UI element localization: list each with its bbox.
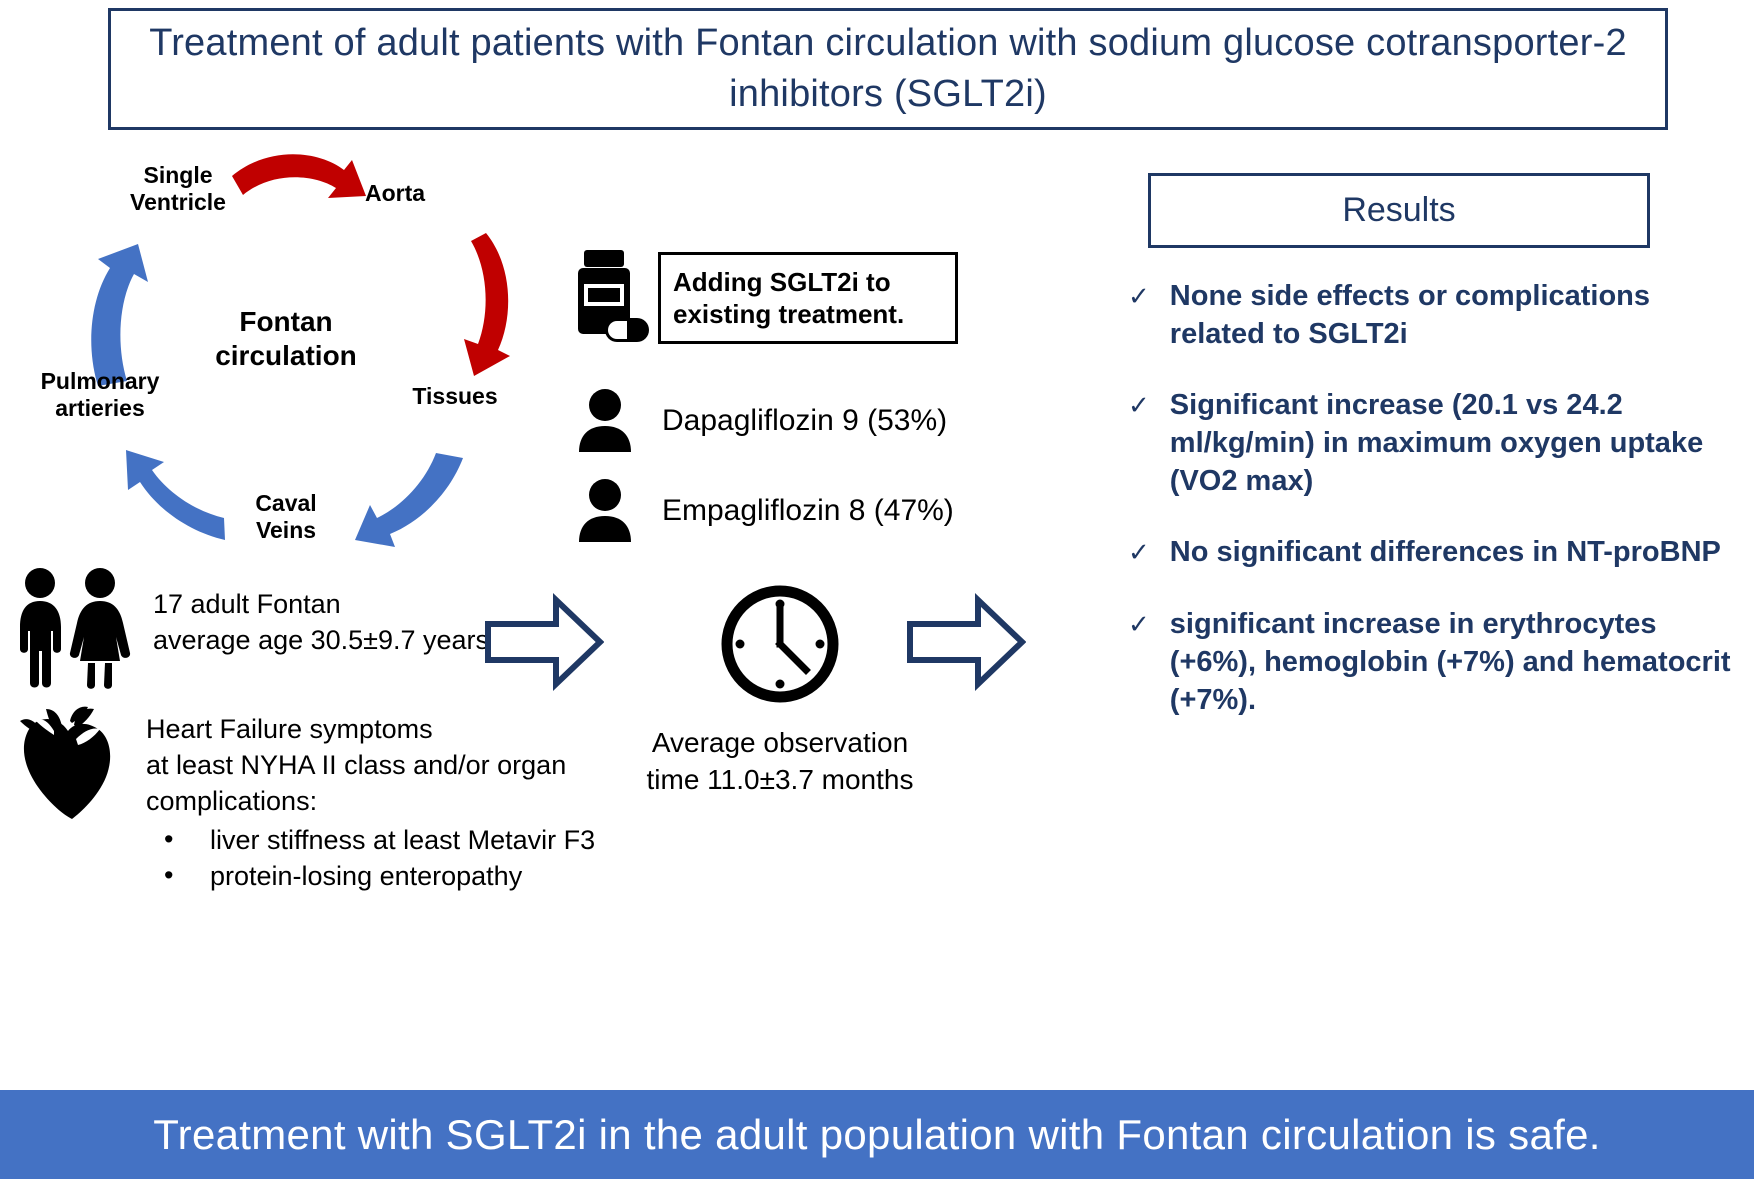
man-woman-icon <box>20 568 131 689</box>
observation-block: Average observation time 11.0±3.7 months <box>600 582 960 799</box>
clock-icon <box>721 585 839 703</box>
hf-bullet-list: liver stiffness at least Metavir F3 prot… <box>146 821 595 894</box>
cohort-text: 17 adult Fontan average age 30.5±9.7 yea… <box>153 565 489 658</box>
drug-label: Dapagliflozin 9 (53%) <box>662 404 948 437</box>
hf-bullet-item: liver stiffness at least Metavir F3 <box>146 821 595 858</box>
drug-row-empagliflozin: Empagliflozin 8 (47%) <box>576 478 954 544</box>
result-text: None side effects or complications relat… <box>1169 280 1651 350</box>
drug-row-dapagliflozin: Dapagliflozin 9 (53%) <box>576 388 947 454</box>
cycle-label-pulmonary-arteries: Pulmonary artieries <box>40 368 160 421</box>
result-item: ✓ None side effects or complications rel… <box>1128 278 1748 353</box>
clock-tick-12 <box>775 599 785 609</box>
flow-arrow-right-2 <box>907 592 1026 692</box>
heart-failure-text: Heart Failure symptoms at least NYHA II … <box>146 705 595 894</box>
hf-line-1: Heart Failure symptoms <box>146 714 433 744</box>
cycle-center-label: Fontan circulation <box>215 306 357 371</box>
flow-arrow-right-1 <box>485 592 604 692</box>
conclusion-text: Treatment with SGLT2i in the adult popul… <box>153 1110 1601 1158</box>
cycle-arrows <box>91 154 510 547</box>
result-item: ✓ Significant increase (20.1 vs 24.2 ml/… <box>1128 387 1748 500</box>
check-icon: ✓ <box>1128 537 1150 568</box>
man-icon <box>20 568 61 688</box>
observation-caption: Average observation time 11.0±3.7 months <box>600 725 960 799</box>
conclusion-banner: Treatment with SGLT2i in the adult popul… <box>0 1090 1754 1179</box>
result-item: ✓ significant increase in erythrocytes (… <box>1128 606 1748 719</box>
cycle-label-single-ventricle: Single Ventricle <box>130 162 226 215</box>
fontan-circulation-diagram: Single Ventricle Aorta Tissues Caval Vei… <box>0 140 560 570</box>
cohort-line-1: 17 adult Fontan <box>153 589 341 619</box>
arrow-aorta-to-tissues <box>464 233 510 376</box>
result-item: ✓ No significant differences in NT-proBN… <box>1128 534 1748 572</box>
observation-line-2: time 11.0±3.7 months <box>646 763 914 795</box>
arrow-ventricle-to-aorta <box>232 154 366 198</box>
treatment-callout-text: Adding SGLT2i to existing treatment. <box>673 266 905 330</box>
hf-line-2: at least NYHA II class and/or organ <box>146 750 567 781</box>
cycle-label-aorta: Aorta <box>364 180 426 206</box>
clock-minute-hand <box>775 639 811 675</box>
hf-line-3: complications: <box>146 786 318 817</box>
capsule-icon <box>605 318 649 342</box>
arrow-caval-to-pulmonary <box>126 450 225 540</box>
result-text: Significant increase (20.1 vs 24.2 ml/kg… <box>1169 389 1704 497</box>
cycle-label-caval-veins: Caval Veins <box>255 490 317 543</box>
clock-tick-6 <box>775 679 785 689</box>
clock-tick-3 <box>815 639 825 649</box>
cycle-label-tissues: Tissues <box>412 383 498 409</box>
drug-label: Empagliflozin 8 (47%) <box>662 494 954 527</box>
check-icon: ✓ <box>1128 609 1150 640</box>
treatment-callout-row: Adding SGLT2i to existing treatment. <box>572 248 972 348</box>
check-icon: ✓ <box>1128 390 1150 421</box>
results-title: Results <box>1342 191 1456 229</box>
result-text: No significant differences in NT-proBNP <box>1169 536 1721 569</box>
woman-icon <box>69 568 131 689</box>
results-list: ✓ None side effects or complications rel… <box>1128 278 1748 753</box>
pill-bottle-icon <box>578 250 649 342</box>
page-title: Treatment of adult patients with Fontan … <box>149 22 1627 115</box>
results-header-box: Results <box>1148 173 1650 248</box>
cohort-line-2: average age 30.5±9.7 years <box>153 624 490 655</box>
result-text: significant increase in erythrocytes (+6… <box>1169 608 1731 716</box>
title-box: Treatment of adult patients with Fontan … <box>108 8 1668 130</box>
person-icon <box>579 389 631 452</box>
cohort-block: 17 adult Fontan average age 30.5±9.7 yea… <box>10 565 489 690</box>
heart-failure-block: Heart Failure symptoms at least NYHA II … <box>10 705 595 894</box>
heart-icon <box>20 706 111 819</box>
check-icon: ✓ <box>1128 281 1150 311</box>
treatment-callout-box: Adding SGLT2i to existing treatment. <box>658 252 958 344</box>
person-icon <box>579 479 631 542</box>
clock-tick-9 <box>735 639 745 649</box>
arrow-pulmonary-to-ventricle <box>91 244 148 386</box>
observation-line-1: Average observation <box>651 727 909 758</box>
hf-bullet-item: protein-losing enteropathy <box>146 857 595 894</box>
arrow-tissues-to-caval <box>355 453 463 547</box>
